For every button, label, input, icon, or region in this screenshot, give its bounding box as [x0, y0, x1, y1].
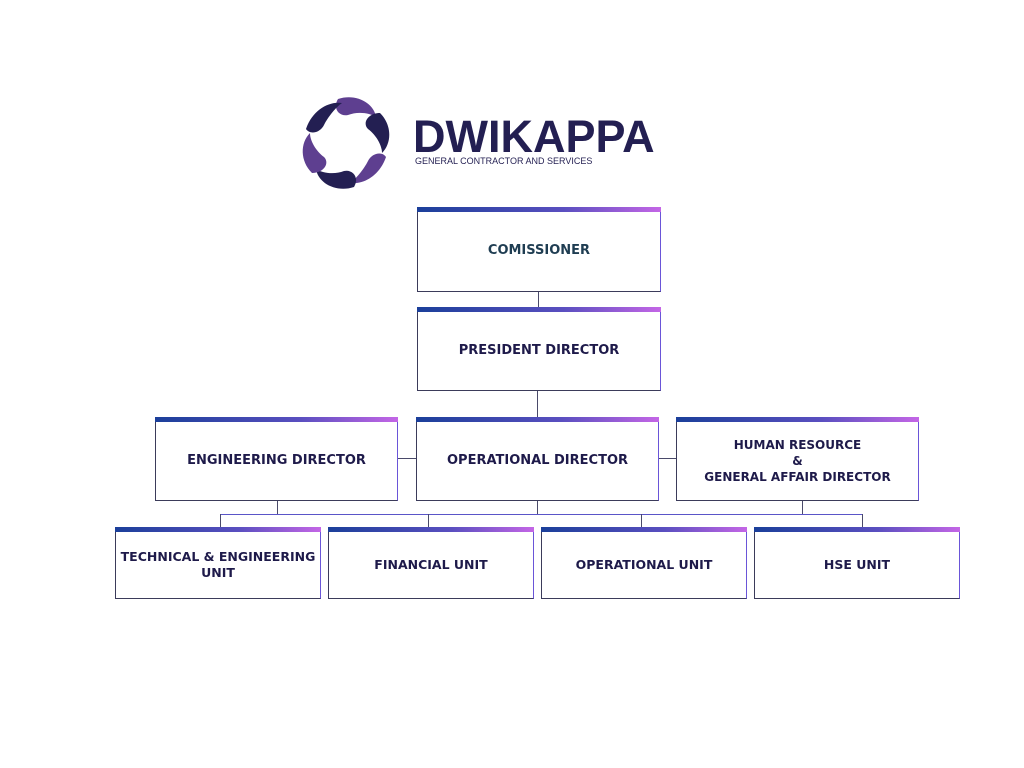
technical-unit-line1: TECHNICAL & ENGINEERING: [120, 548, 316, 564]
operational-director-label: OPERATIONAL DIRECTOR: [446, 452, 629, 468]
hse-unit-box: HSE UNIT: [754, 527, 960, 599]
logo-tagline: GENERAL CONTRACTOR AND SERVICES: [415, 156, 593, 166]
connector-line: [537, 500, 538, 514]
connector-line: [428, 514, 429, 527]
engineering-director-box: ENGINEERING DIRECTOR: [155, 417, 398, 501]
commissioner-box: COMISSIONER: [417, 207, 661, 292]
connector-line: [641, 514, 642, 527]
commissioner-label: COMISSIONER: [487, 243, 591, 258]
financial-unit-box: FINANCIAL UNIT: [328, 527, 534, 599]
operational-director-box: OPERATIONAL DIRECTOR: [416, 417, 659, 501]
connector-line: [398, 458, 416, 459]
technical-unit-line2: UNIT: [201, 564, 235, 580]
president-director-box: PRESIDENT DIRECTOR: [417, 307, 661, 391]
connector-line: [538, 291, 539, 307]
engineering-director-label: ENGINEERING DIRECTOR: [187, 452, 366, 468]
operational-unit-label: OPERATIONAL UNIT: [575, 556, 713, 572]
hr-label-line3: GENERAL AFFAIR DIRECTOR: [704, 469, 891, 484]
connector-line: [220, 514, 863, 515]
logo-mark-icon: [302, 97, 390, 189]
connector-line: [277, 500, 278, 514]
logo-wordmark: DWIKAPPA: [413, 111, 655, 162]
hr-ga-director-box: HUMAN RESOURCE&GENERAL AFFAIR DIRECTOR: [676, 417, 919, 501]
connector-line: [862, 514, 863, 527]
operational-unit-box: OPERATIONAL UNIT: [541, 527, 747, 599]
hr-label-line2: &: [792, 453, 803, 468]
financial-unit-label: FINANCIAL UNIT: [374, 556, 488, 572]
president-director-label: PRESIDENT DIRECTOR: [458, 342, 620, 358]
hse-unit-label: HSE UNIT: [823, 556, 891, 572]
connector-line: [659, 458, 676, 459]
connector-line: [220, 514, 221, 527]
connector-line: [537, 390, 538, 417]
connector-line: [802, 500, 803, 514]
hr-label-line1: HUMAN RESOURCE: [733, 437, 862, 452]
